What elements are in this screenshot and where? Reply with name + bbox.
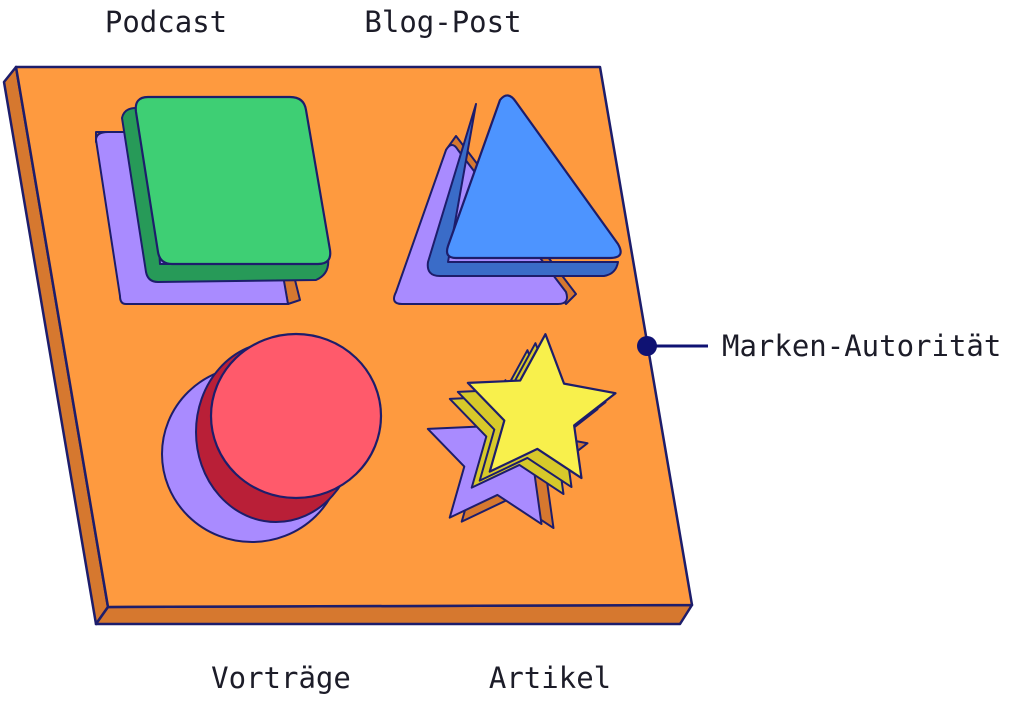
label-brand-authority: Marken-Autorität (722, 329, 1001, 363)
circle-block-top (209, 332, 383, 500)
triangle-slot (393, 94, 622, 305)
triangle-block-top (445, 94, 622, 260)
label-podcast: Podcast (105, 5, 227, 39)
label-article: Artikel (489, 661, 611, 695)
label-talks: Vorträge (211, 661, 351, 695)
brand-authority-connector (637, 336, 708, 356)
connector-dot (637, 336, 657, 356)
square-block-top (134, 95, 332, 266)
triangle-block-side (426, 103, 619, 277)
square-slot (95, 95, 332, 305)
label-blog-post: Blog-Post (364, 5, 521, 39)
circle-slot (161, 332, 383, 543)
